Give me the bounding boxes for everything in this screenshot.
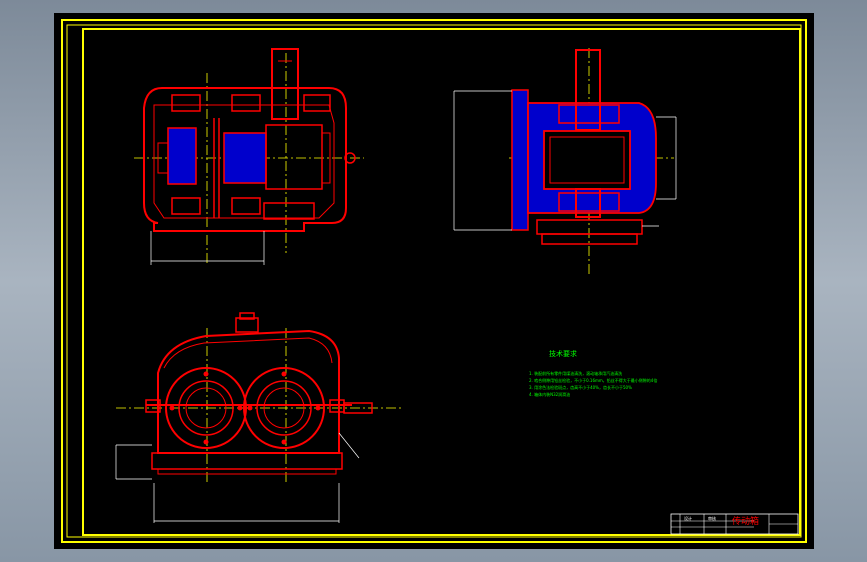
front-view [115,312,402,523]
title-cell-label: 审核 [708,515,716,521]
drawing-name: 传动箱 [732,515,759,527]
notes-line: 4. 箱体内装N32润滑油 [529,391,570,397]
technical-notes: 技术要求 1. 装配前所有零件用煤油清洗，滚动轴承用汽油清洗 2. 啮合侧隙用铅… [529,349,657,397]
notes-heading: 技术要求 [549,349,577,358]
side-section-view [453,48,677,275]
middle-border [66,24,802,538]
notes-line: 2. 啮合侧隙用铅丝检验，不小于0.16mm，铅丝不得大于最小侧隙的4倍 [529,377,657,383]
cad-viewport[interactable]: 技术要求 1. 装配前所有零件用煤油清洗，滚动轴承用汽油清洗 2. 啮合侧隙用铅… [54,13,814,549]
inner-border [82,28,801,536]
title-block: 设计 审核 传动箱 [670,513,799,535]
top-section-view [134,48,364,265]
notes-line: 1. 装配前所有零件用煤油清洗，滚动轴承用汽油清洗 [529,370,622,376]
drawing-sheet: 技术要求 1. 装配前所有零件用煤油清洗，滚动轴承用汽油清洗 2. 啮合侧隙用铅… [61,19,807,543]
title-cell-label: 设计 [684,515,692,521]
outer-border [61,19,807,543]
notes-line: 3. 用涂色法检验斑点，齿高不小于40%，齿长不小于50% [529,384,632,390]
